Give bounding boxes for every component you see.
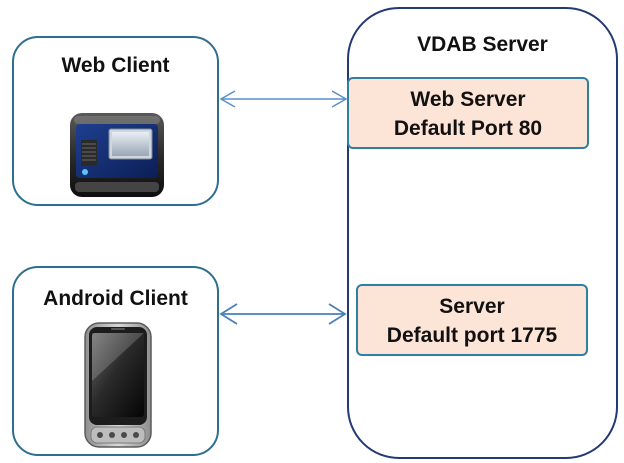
- web-connection-arrow: [219, 90, 348, 108]
- android-phone-icon: [83, 321, 153, 454]
- web-server-label: Web Server: [410, 88, 526, 111]
- web-server-box: Web Server Default Port 80: [347, 77, 589, 149]
- web-client-device-icon: [69, 112, 165, 203]
- web-client-title: Web Client: [61, 54, 170, 77]
- vdab-server-title: VDAB Server: [417, 33, 548, 56]
- server-port-label: Default port 1775: [386, 324, 558, 347]
- vdab-server-container: VDAB Server: [347, 7, 618, 459]
- android-client-title: Android Client: [43, 287, 188, 310]
- server-label: Server: [439, 295, 505, 318]
- web-server-port-label: Default Port 80: [393, 117, 543, 140]
- android-connection-arrow: [219, 303, 347, 325]
- server-service-box: Server Default port 1775: [356, 284, 588, 356]
